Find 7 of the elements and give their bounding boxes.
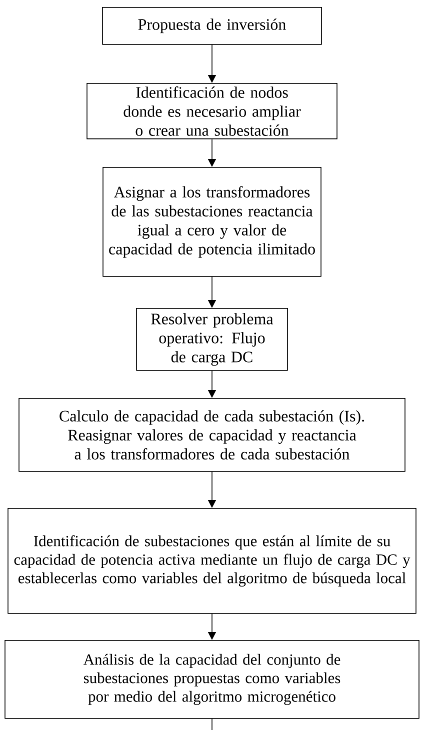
process-box: Propuesta de inversión [102, 7, 322, 45]
process-box: Asignar a los transformadores de las subestaciones reactancia igual a cero y valor de capacidad de potencia ilimitado [102, 167, 322, 277]
process-box: Calculo de capacidad de cada subestación (Is). Reasignar valores de capacidad y reactancia a los transformadores de cada subestación [18, 398, 406, 472]
process-box: Análisis de la capacidad del conjunto de subestaciones propuestas como variables por medio del algoritmo microgenético [4, 640, 420, 719]
process-box: Identificación de nodos donde es necesario ampliar o crear una subestación [86, 83, 338, 140]
process-box: Identificación de subestaciones que están al límite de su capacidad de potencia activa mediante un flujo de carga DC y establecerlas como variables del algoritmo de búsqueda local [8, 508, 416, 614]
process-box: Resolver problema operativo: Flujo de carga DC [136, 308, 288, 371]
